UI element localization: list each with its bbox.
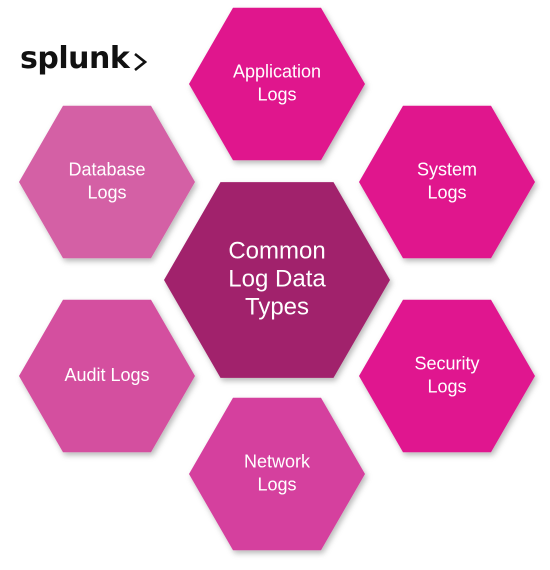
network-logs-shape (189, 397, 365, 551)
splunk-logo: splunk (20, 41, 148, 76)
security-logs-label-line: Security (414, 353, 479, 373)
center-common-log-data-types-label-line: Types (245, 293, 309, 320)
system-logs-shape (359, 105, 535, 259)
logo-text: splunk (20, 41, 130, 76)
audit-logs-label-line: Audit Logs (64, 365, 149, 385)
network-logs-label-line: Logs (257, 474, 296, 494)
application-logs-label-line: Application (233, 61, 321, 81)
database-logs-label-line: Logs (87, 182, 126, 202)
database-logs-shape (19, 105, 195, 259)
network-logs-label-line: Network (244, 451, 311, 471)
database-logs-label-line: Database (68, 159, 145, 179)
center-common-log-data-types-shape (164, 182, 390, 378)
security-logs-label-line: Logs (427, 376, 466, 396)
audit-logs-hexagon: Audit Logs (19, 299, 195, 453)
application-logs-shape (189, 7, 365, 161)
system-logs-label-line: Logs (427, 182, 466, 202)
security-logs-shape (359, 299, 535, 453)
system-logs-label-line: System (417, 159, 477, 179)
center-common-log-data-types-label-line: Common (228, 237, 325, 264)
audit-logs-shape (19, 299, 195, 453)
center-common-log-data-types-label-line: Log Data (228, 265, 326, 292)
application-logs-label-line: Logs (257, 84, 296, 104)
chevron-right-icon (134, 52, 148, 72)
